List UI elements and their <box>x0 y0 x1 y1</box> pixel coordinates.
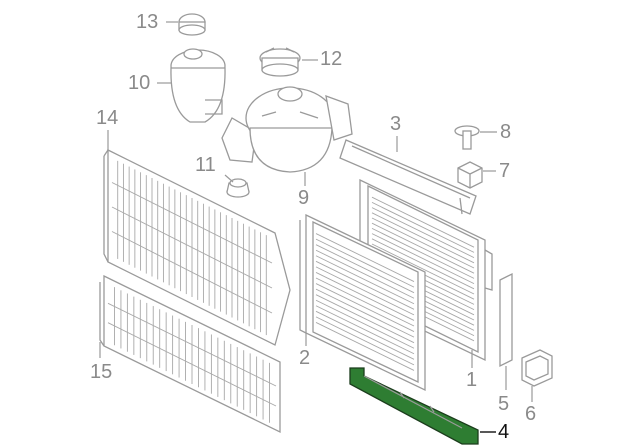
grille-line <box>111 231 273 314</box>
grille-line <box>315 316 415 366</box>
callout-3: 3 <box>390 113 402 135</box>
grille-line <box>315 272 415 321</box>
grille-line <box>107 322 277 407</box>
callout-2: 2 <box>299 347 311 369</box>
grille-line <box>371 233 475 285</box>
grille-line <box>107 302 277 387</box>
grille-line <box>315 238 415 288</box>
callout-6: 6 <box>525 403 537 425</box>
leader-lines <box>99 21 533 433</box>
part-5-strip <box>499 272 513 368</box>
grille-line <box>315 249 415 299</box>
grille-line <box>371 238 475 290</box>
grille-line <box>315 294 415 344</box>
grille-line <box>315 310 415 360</box>
part-15-grille <box>99 274 281 434</box>
grille-line <box>371 222 475 274</box>
grille-line <box>315 299 415 349</box>
grille-line <box>371 212 475 264</box>
grille-line <box>315 266 415 316</box>
callout-9: 9 <box>298 187 310 209</box>
grille-line <box>371 201 475 253</box>
grille-line <box>315 244 415 294</box>
grille-line <box>315 233 415 282</box>
grille-line <box>371 217 475 269</box>
grille-line <box>315 305 415 355</box>
grille-line <box>315 322 415 371</box>
callout-13: 13 <box>136 11 159 33</box>
grille-line <box>315 283 415 332</box>
callout-1: 1 <box>466 369 478 391</box>
callout-8: 8 <box>500 121 512 143</box>
grille-line <box>371 243 475 295</box>
part-2-condenser <box>299 213 426 392</box>
part-13-cap <box>178 13 206 36</box>
part-11-grommet <box>226 178 250 198</box>
part-10-tank <box>170 48 226 123</box>
grille-line <box>315 260 415 310</box>
callout-12: 12 <box>320 48 343 70</box>
callout-4-highlighted: 4 <box>498 421 510 443</box>
part-3-bracket <box>339 139 477 215</box>
part-6-bracket <box>521 349 553 387</box>
grille-line <box>315 277 415 327</box>
callout-15: 15 <box>90 361 113 383</box>
callout-5: 5 <box>498 393 510 415</box>
part-7-clip <box>457 161 483 189</box>
grille-line <box>371 227 475 279</box>
callout-11: 11 <box>195 154 216 176</box>
callout-7: 7 <box>499 160 511 182</box>
grille-line <box>111 206 273 289</box>
callout-10: 10 <box>128 72 151 94</box>
part-8-clip <box>454 125 480 150</box>
part-4-deflector <box>349 367 479 445</box>
grille-line <box>315 288 415 338</box>
grille-line <box>371 196 475 248</box>
grille-line <box>111 182 273 264</box>
part-9-tank <box>221 86 353 173</box>
grille-line <box>371 207 475 259</box>
grille-line <box>315 255 415 305</box>
part-12-cap <box>259 47 301 77</box>
part-14-grille <box>103 148 291 346</box>
callout-14: 14 <box>96 107 119 129</box>
